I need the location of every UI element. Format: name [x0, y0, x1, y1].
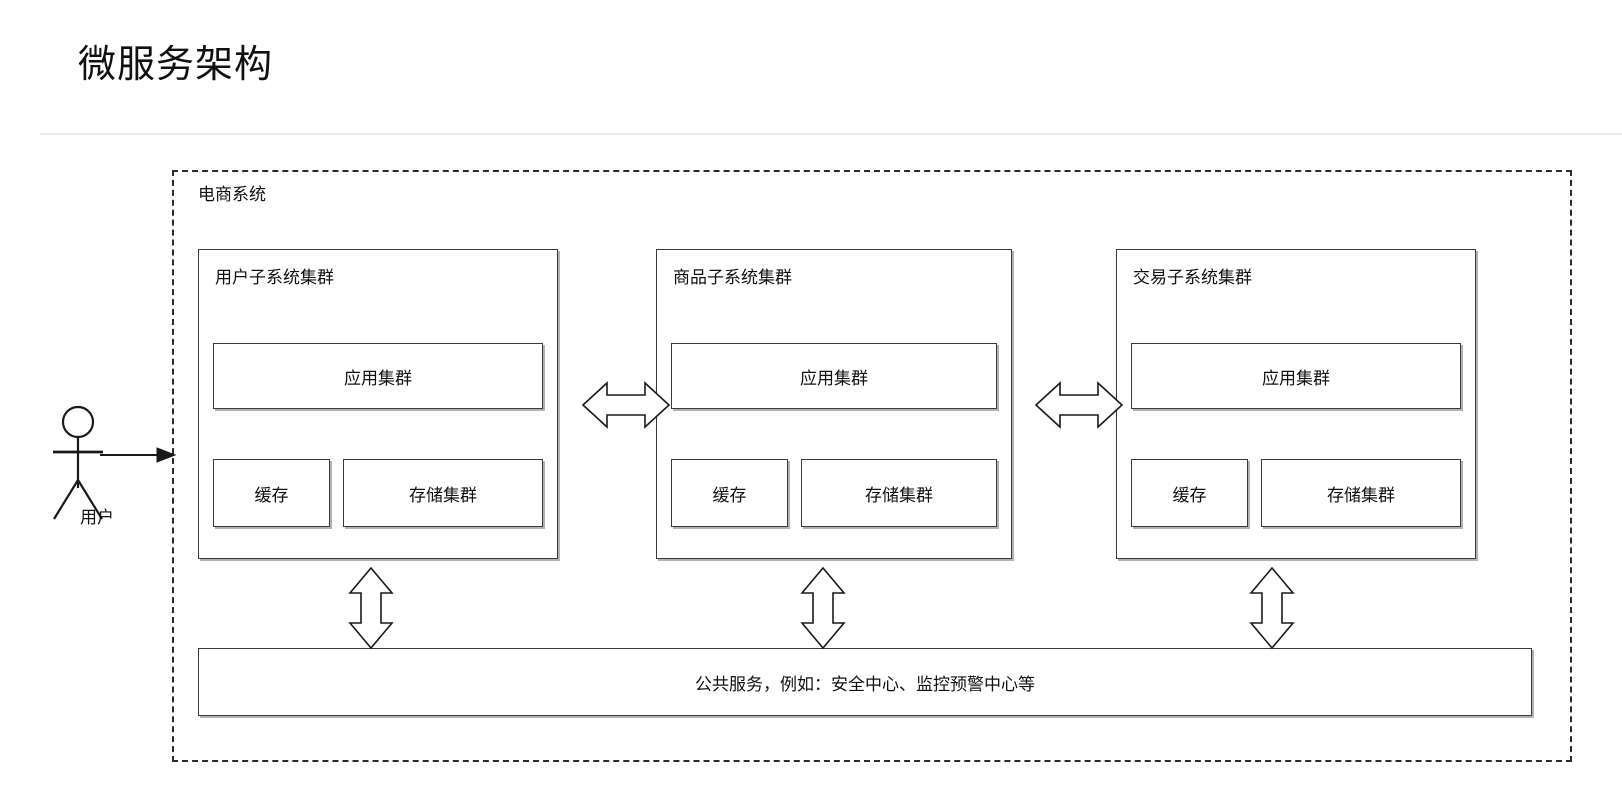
page-title: 微服务架构	[78, 44, 274, 86]
node-app-cluster[interactable]: 应用集群	[1131, 343, 1461, 409]
cluster-user-subsystem[interactable]: 用户子系统集群 应用集群 缓存 存储集群	[198, 249, 558, 559]
node-app-cluster[interactable]: 应用集群	[213, 343, 543, 409]
node-storage-cluster[interactable]: 存储集群	[1261, 459, 1461, 527]
node-cache[interactable]: 缓存	[671, 459, 788, 527]
node-storage-cluster[interactable]: 存储集群	[343, 459, 543, 527]
actor-label: 用户	[80, 508, 114, 527]
header-divider	[40, 133, 1622, 135]
node-storage-cluster[interactable]: 存储集群	[801, 459, 997, 527]
actor-stick-figure-icon	[42, 400, 152, 535]
system-boundary-label: 电商系统	[198, 185, 266, 204]
cluster-label: 商品子系统集群	[673, 268, 792, 287]
node-cache[interactable]: 缓存	[213, 459, 330, 527]
cluster-product-subsystem[interactable]: 商品子系统集群 应用集群 缓存 存储集群	[656, 249, 1012, 559]
node-app-cluster[interactable]: 应用集群	[671, 343, 997, 409]
system-boundary	[172, 170, 1572, 762]
cluster-label: 交易子系统集群	[1133, 268, 1252, 287]
cluster-label: 用户子系统集群	[215, 268, 334, 287]
shared-services-bar[interactable]: 公共服务，例如：安全中心、监控预警中心等	[198, 648, 1532, 716]
cluster-transaction-subsystem[interactable]: 交易子系统集群 应用集群 缓存 存储集群	[1116, 249, 1476, 559]
node-cache[interactable]: 缓存	[1131, 459, 1248, 527]
